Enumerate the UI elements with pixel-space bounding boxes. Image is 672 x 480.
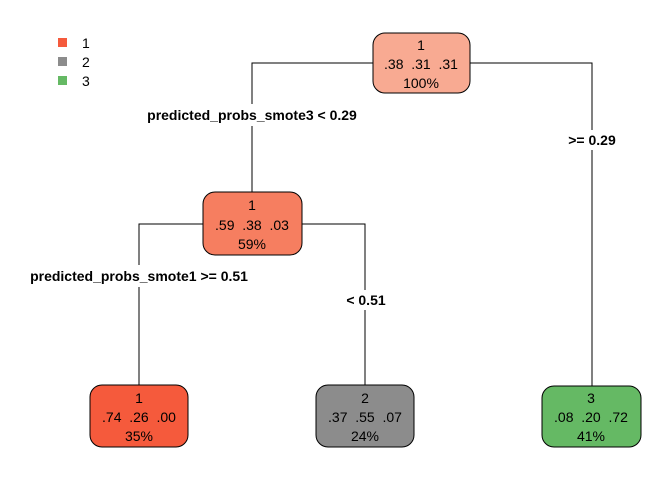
legend-swatch-1 xyxy=(58,38,67,47)
node-leaf3-probs: .08 .20 .72 xyxy=(554,409,628,425)
node-leaf2: 2 .37 .55 .07 24% xyxy=(315,384,415,448)
node-leaf2-pct: 24% xyxy=(351,428,379,444)
node-root-pct: 100% xyxy=(403,75,439,91)
split-label-left-left: predicted_probs_smote1 >= 0.51 xyxy=(30,268,248,284)
legend-label-1: 1 xyxy=(82,35,90,51)
edge-left-leaf2 xyxy=(302,223,366,385)
node-leaf1-box xyxy=(89,384,189,448)
node-root-class: 1 xyxy=(417,37,425,53)
node-leaf2-probs: .37 .55 .07 xyxy=(328,409,402,425)
node-leaf3-box xyxy=(541,385,642,448)
node-root: 1 .38 .31 .31 100% xyxy=(372,32,471,94)
split-label-left-right: < 0.51 xyxy=(346,292,386,308)
node-leaf2-class: 2 xyxy=(361,390,369,406)
node-left-pct: 59% xyxy=(238,236,266,252)
legend-label-2: 2 xyxy=(82,54,90,70)
node-left-box xyxy=(202,191,303,256)
node-leaf2-box xyxy=(315,384,415,448)
node-left: 1 .59 .38 .03 59% xyxy=(202,191,303,256)
node-leaf1-pct: 35% xyxy=(125,428,153,444)
node-leaf3-class: 3 xyxy=(587,390,595,406)
node-root-probs: .38 .31 .31 xyxy=(384,56,458,72)
legend-label-3: 3 xyxy=(82,73,90,89)
node-leaf1-class: 1 xyxy=(135,390,143,406)
node-left-probs: .59 .38 .03 xyxy=(215,217,289,233)
legend-swatch-2 xyxy=(58,57,67,66)
edge-root-left xyxy=(251,62,373,192)
node-leaf1: 1 .74 .26 .00 35% xyxy=(89,384,189,448)
split-label-root-left: predicted_probs_smote3 < 0.29 xyxy=(147,107,357,123)
split-labels: predicted_probs_smote3 < 0.29 >= 0.29 pr… xyxy=(12,104,624,310)
node-leaf3-pct: 41% xyxy=(577,428,605,444)
tree-edges xyxy=(138,62,593,386)
edge-left-leaf1 xyxy=(138,223,203,385)
edge-root-right xyxy=(470,62,593,386)
node-leaf3: 3 .08 .20 .72 41% xyxy=(541,385,642,448)
legend: 1 2 3 xyxy=(58,35,90,89)
split-label-root-right: >= 0.29 xyxy=(568,132,616,148)
node-leaf1-probs: .74 .26 .00 xyxy=(102,409,176,425)
legend-swatch-3 xyxy=(58,76,67,85)
node-left-class: 1 xyxy=(248,197,256,213)
node-root-box xyxy=(372,32,471,94)
